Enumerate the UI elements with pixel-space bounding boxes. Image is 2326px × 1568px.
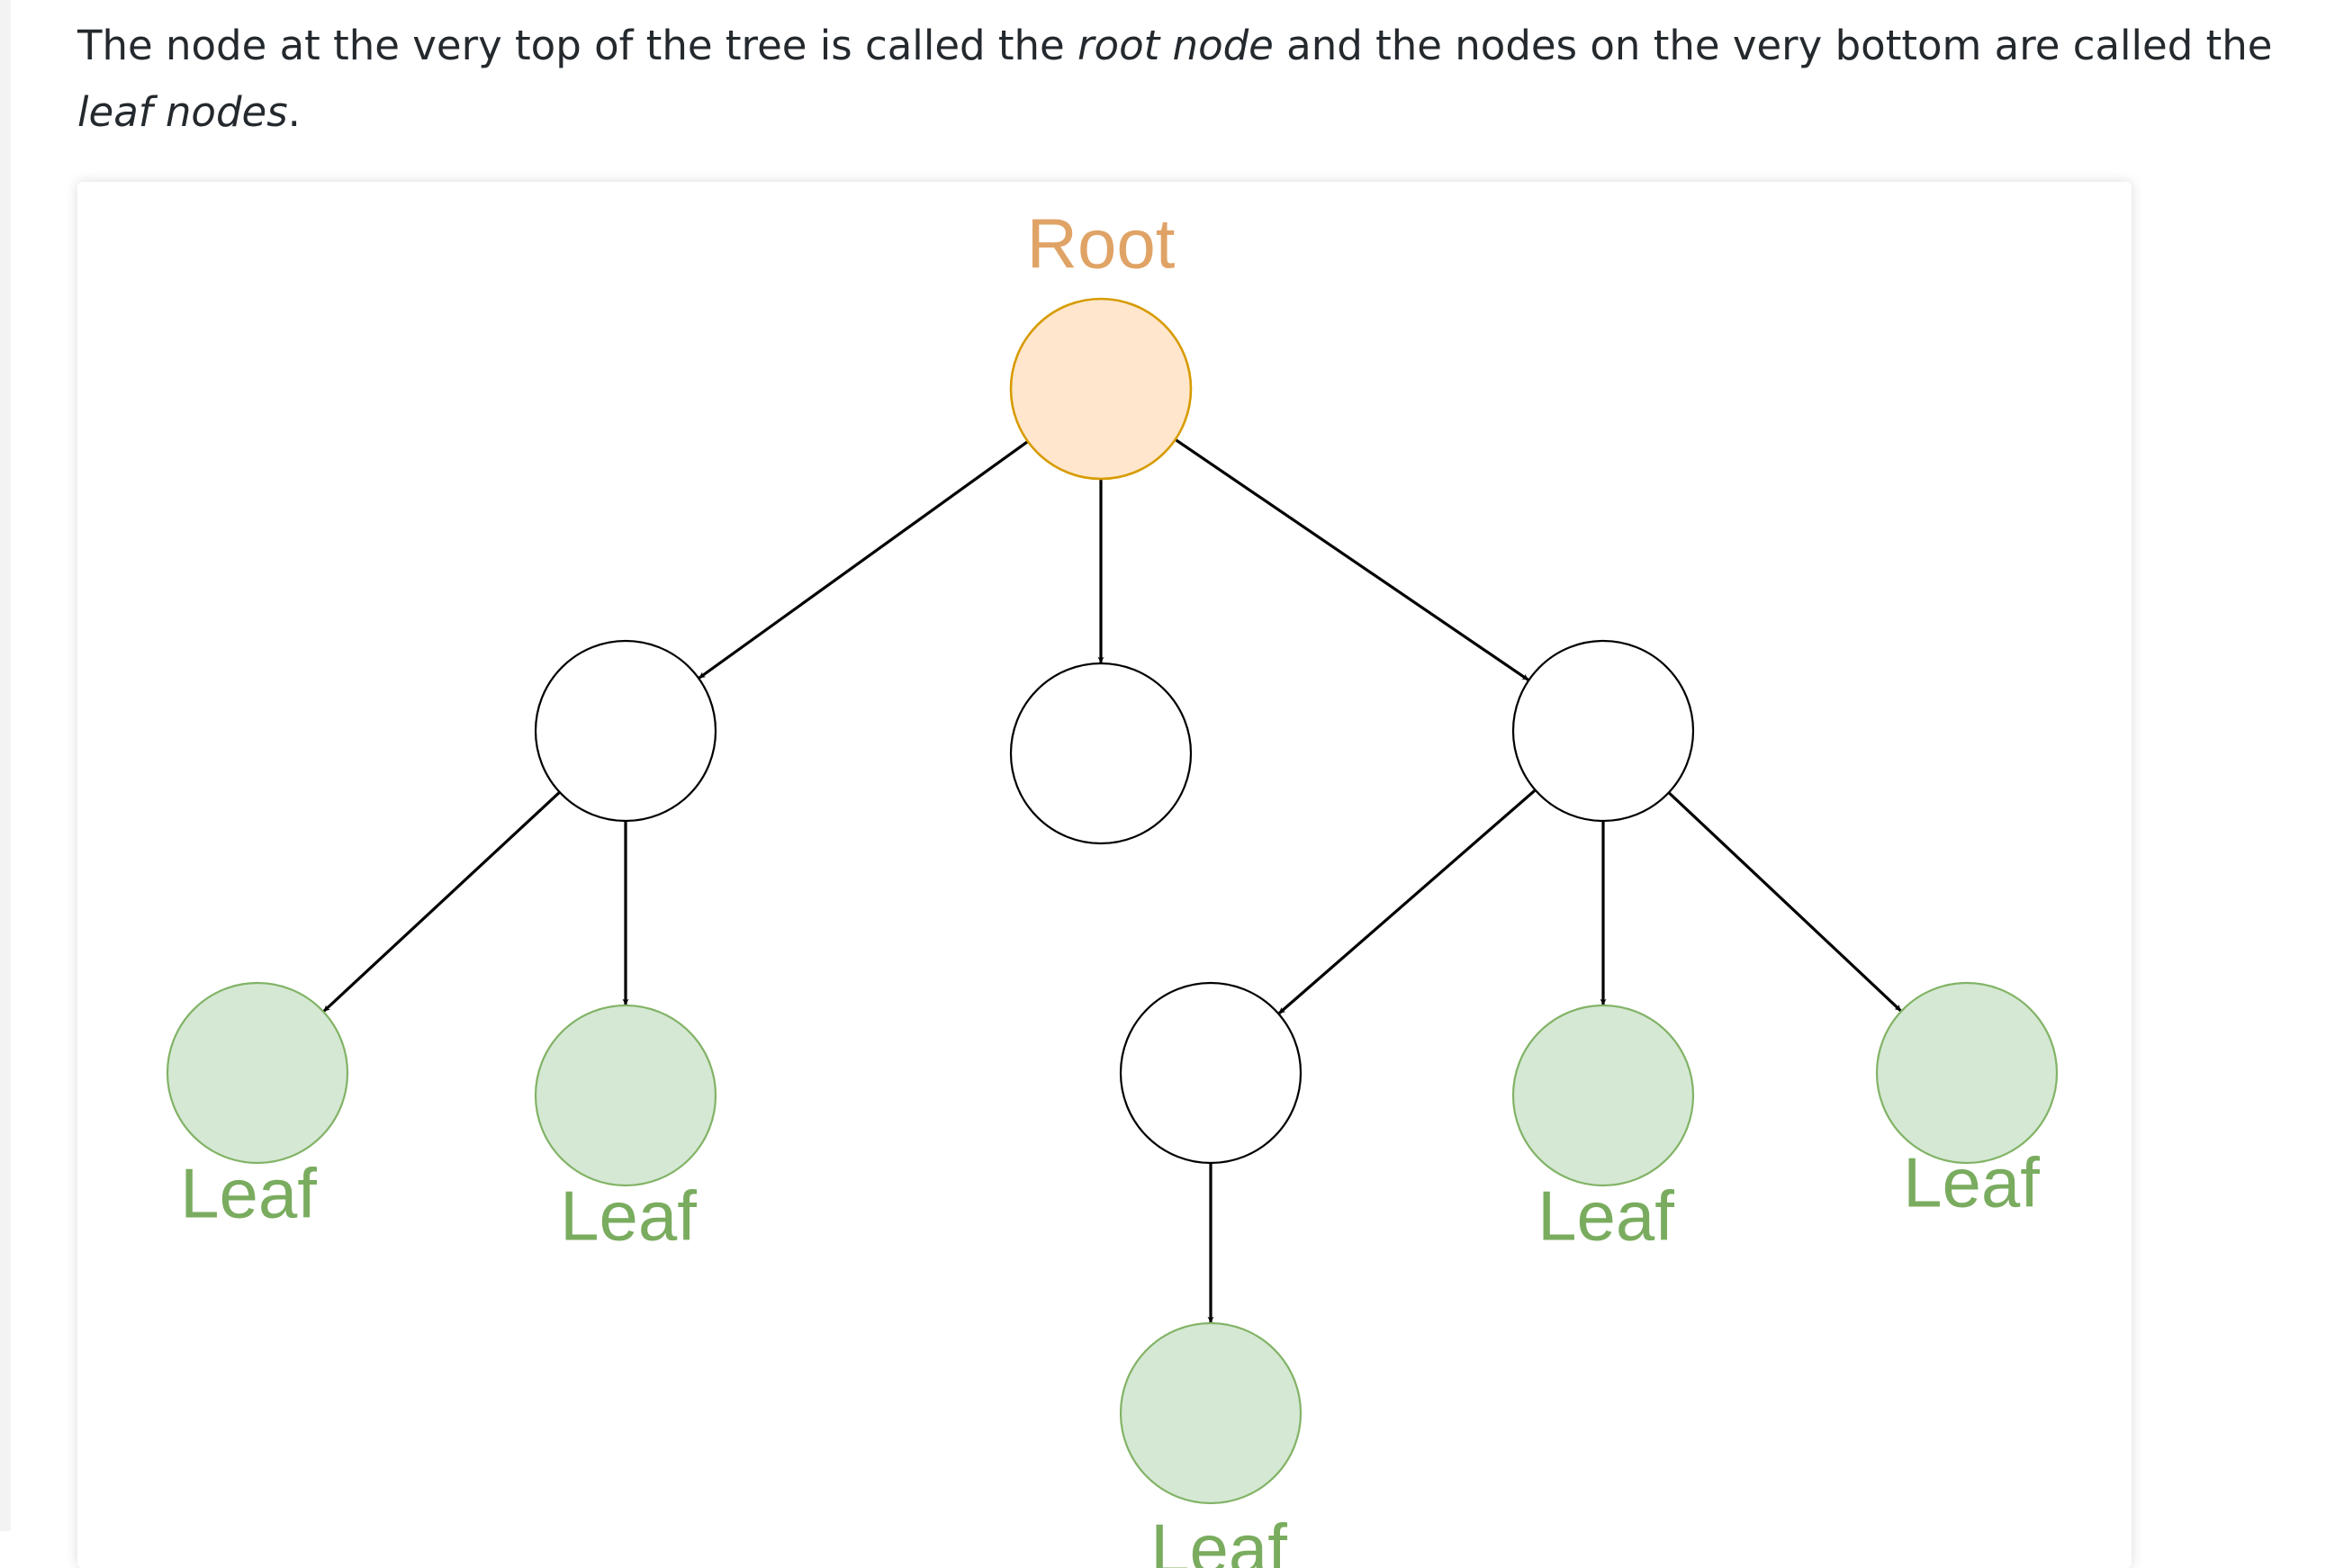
leaf-node-leaf-3 — [1511, 1004, 1695, 1187]
edge-inner-left-to-leaf-1 — [322, 790, 561, 1013]
edges-layer — [322, 437, 1902, 1323]
root-label: Root — [1027, 204, 1176, 284]
root-node-term: root node — [1077, 22, 1274, 69]
paragraph-text-3: . — [287, 88, 301, 136]
leaf-label-leaf-1: Leaf — [180, 1154, 317, 1233]
paragraph-text-1: The node at the very top of the tree is … — [77, 22, 1078, 69]
inner-node-inner-right — [1511, 639, 1695, 823]
leaf-label-leaf-3: Leaf — [1537, 1176, 1674, 1256]
edge-inner-right-to-leaf-4 — [1667, 791, 1902, 1012]
leaf-label-leaf-2: Leaf — [560, 1176, 697, 1256]
leaf-node-leaf-2 — [534, 1004, 717, 1187]
leaf-node-leaf-1 — [166, 981, 349, 1165]
inner-node-inner-lower — [1119, 981, 1303, 1165]
left-rail — [0, 0, 11, 1531]
edge-inner-right-to-inner-lower — [1278, 789, 1537, 1014]
leaf-nodes-term: leaf nodes — [77, 88, 288, 136]
edge-root-to-inner-right — [1174, 437, 1529, 681]
intro-paragraph: The node at the very top of the tree is … — [77, 13, 2283, 146]
leaf-label-leaf-4: Leaf — [1903, 1143, 2040, 1222]
inner-node-inner-left — [534, 639, 717, 823]
leaf-node-leaf-5 — [1119, 1321, 1303, 1505]
paragraph-text-2: and the nodes on the very bottom are cal… — [1273, 22, 2273, 69]
edge-root-to-inner-left — [699, 440, 1029, 680]
root-node-root — [1009, 297, 1193, 481]
leaf-node-leaf-4 — [1875, 981, 2059, 1165]
nodes-layer — [166, 297, 2059, 1505]
leaf-label-leaf-5: Leaf — [1150, 1509, 1287, 1568]
inner-node-inner-middle — [1009, 662, 1193, 845]
